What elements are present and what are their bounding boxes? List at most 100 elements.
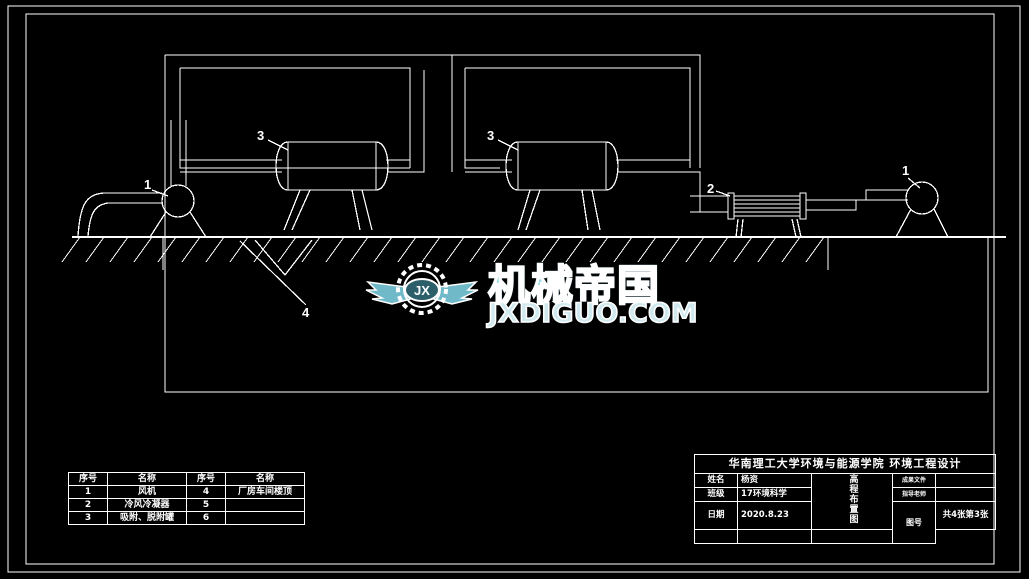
- duct-to-right-fan-top: [806, 189, 908, 201]
- callout-3-left: 3: [257, 128, 265, 143]
- duct-right-upper: [464, 68, 500, 169]
- tank-left-leg-2a: [351, 189, 361, 231]
- leader-3-right: [497, 139, 519, 151]
- cell-seq-3: 3: [68, 511, 108, 525]
- tank-left-leg-2b: [361, 189, 373, 231]
- fan-right-base-left: [895, 208, 912, 238]
- field-value-class: 17环境科学: [737, 487, 812, 502]
- fan-right-base-right: [933, 208, 949, 238]
- small-field-value-1: [935, 473, 996, 488]
- small-field-key-1: 成果文件: [892, 473, 936, 488]
- cell-seq-2: 2: [68, 498, 108, 512]
- callout-1-left: 1: [144, 177, 152, 192]
- sheet-outer-border: [7, 5, 1021, 573]
- tank-left-head-right: [375, 141, 389, 191]
- leader-3-left: [267, 139, 289, 151]
- cell-name-6: [225, 511, 305, 525]
- field-value-name: 杨资: [737, 473, 812, 488]
- tank-left-shell: [287, 141, 377, 191]
- condenser-flange-right: [799, 192, 807, 220]
- drawing-title-cell: 高程布置图: [811, 473, 893, 530]
- tank-right-leg-1a: [517, 189, 531, 231]
- table-row: 2 冷风冷凝器 5: [68, 498, 305, 512]
- cell-name-1: 风机: [107, 485, 187, 499]
- cell-name-4: 厂房车间楼顶: [225, 485, 305, 499]
- building-outline: [164, 55, 989, 393]
- field-key-date: 日期: [694, 501, 738, 530]
- small-field-key-2: 指导老师: [892, 487, 936, 502]
- title-block: 华南理工大学环境与能源学院 环境工程设计 姓名 杨资 高程布置图 成果文件 班级…: [694, 454, 996, 544]
- callout-1-right: 1: [902, 163, 910, 178]
- fan-left-inlet-elbow-outer: [77, 192, 105, 237]
- fan-left-base-left: [149, 211, 167, 238]
- leader-4: [239, 240, 307, 306]
- header-name-left: 名称: [107, 472, 187, 486]
- watermark-emblem-icon: JX: [365, 263, 479, 315]
- callout-4: 4: [302, 305, 310, 320]
- header-name-right: 名称: [225, 472, 305, 486]
- title-block-row-date: 日期 2020.8.23 图号 共4张第3张: [694, 501, 996, 544]
- tank-left-leg-1a: [283, 189, 301, 231]
- blank-cell-left: [694, 529, 738, 544]
- duct-right-top: [465, 67, 691, 168]
- table-row: 3 吸附、脱附罐 6: [68, 511, 305, 525]
- building-top-right-return: [165, 54, 701, 168]
- watermark-chinese-text: 机械帝国: [487, 260, 661, 311]
- tank-right-leg-1b: [525, 189, 541, 231]
- cell-seq-4: 4: [186, 485, 226, 499]
- field-key-name: 姓名: [694, 473, 738, 488]
- watermark-emblem-text: JX: [414, 283, 430, 298]
- parts-list-table: 序号 名称 序号 名称 1 风机 4 厂房车间楼顶 2 冷风冷凝器 5 3 吸附…: [68, 472, 305, 525]
- callout-3-right: 3: [487, 128, 495, 143]
- cell-seq-6: 6: [186, 511, 226, 525]
- header-seq-left: 序号: [68, 472, 108, 486]
- callout-2: 2: [707, 181, 715, 196]
- tank-left-head-left: [275, 141, 289, 191]
- tank-right-head-right: [605, 141, 619, 191]
- title-block-row-class: 班级 17环境科学 指导老师: [694, 487, 996, 502]
- small-field-value-2: [935, 487, 996, 502]
- tank-right-shell: [517, 141, 607, 191]
- sheet-count-cell: 共4张第3张: [935, 501, 996, 530]
- blank-cell-mid: [737, 529, 812, 544]
- duct-to-right-fan-bottom: [806, 199, 908, 211]
- cell-seq-1: 1: [68, 485, 108, 499]
- drawing-title-text: 高程布置图: [847, 474, 858, 524]
- condenser-leg-2a: [791, 218, 797, 238]
- condenser-flange-left: [727, 192, 735, 220]
- field-value-date: 2020.8.23: [737, 501, 812, 530]
- leader-1-left: [151, 189, 169, 197]
- ground-notch: [254, 239, 313, 277]
- fan-left-base-right: [189, 211, 207, 238]
- table-row: 1 风机 4 厂房车间楼顶: [68, 485, 305, 499]
- cell-name-5: [225, 498, 305, 512]
- title-block-row-blank: [694, 529, 996, 544]
- gear-icon: [396, 263, 448, 315]
- header-seq-right: 序号: [186, 472, 226, 486]
- watermark-english-text: JXDIGUO.COM: [487, 297, 698, 330]
- condenser-leg-1a: [735, 218, 739, 238]
- cell-name-3: 吸附、脱附罐: [107, 511, 187, 525]
- cell-seq-5: 5: [186, 498, 226, 512]
- parts-list-header-row: 序号 名称 序号 名称: [68, 472, 305, 486]
- leader-2: [715, 190, 731, 197]
- duct-left-top: [180, 67, 411, 168]
- field-key-class: 班级: [694, 487, 738, 502]
- title-block-institution: 华南理工大学环境与能源学院 环境工程设计: [694, 454, 996, 474]
- condenser-leg-1b: [740, 218, 744, 238]
- ground-hatching: [61, 236, 825, 263]
- tank-right-leg-2a: [581, 189, 589, 231]
- fan-left-inlet-elbow-inner: [87, 202, 109, 237]
- sheet-inner-border: [25, 13, 995, 565]
- leader-1-right: [907, 177, 921, 189]
- tank-left-leg-1b: [291, 189, 311, 231]
- title-block-row-name: 姓名 杨资 高程布置图 成果文件: [694, 473, 996, 530]
- watermark: JX 机械帝国 JXDIGUO.COM: [362, 250, 698, 330]
- title-block-title-row: 华南理工大学环境与能源学院 环境工程设计: [694, 454, 996, 474]
- condenser-leg-2b: [796, 218, 802, 238]
- fan-right-body: [905, 181, 939, 215]
- tank-left-outlet-bottom: [388, 70, 425, 173]
- cell-name-2: 冷风冷凝器: [107, 498, 187, 512]
